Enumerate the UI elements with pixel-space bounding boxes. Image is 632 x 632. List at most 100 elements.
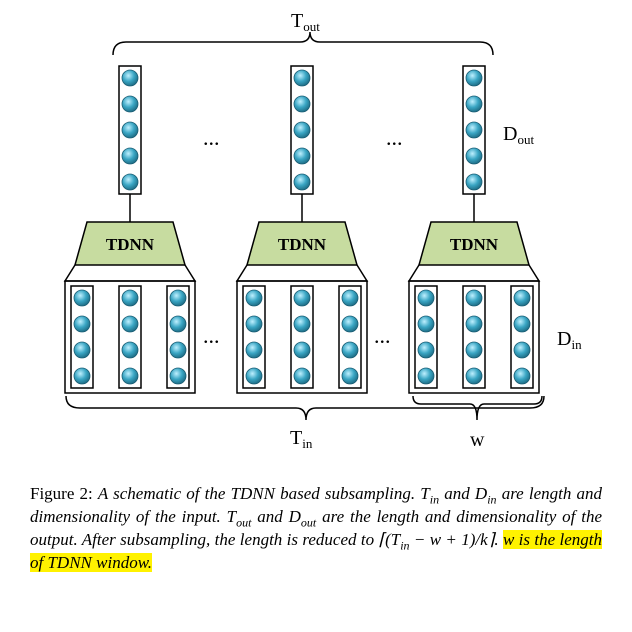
neuron-node	[513, 315, 531, 333]
caption-in-sub-2: in	[487, 492, 497, 507]
caption-and2: and	[251, 507, 289, 526]
neuron-node	[293, 367, 311, 385]
neuron-node	[465, 315, 483, 333]
caption-t-in: T	[420, 484, 430, 503]
neuron-node	[293, 121, 311, 139]
neuron-node	[513, 341, 531, 359]
neuron-node	[513, 367, 531, 385]
caption-out-sub: out	[236, 515, 252, 530]
neuron-node	[73, 367, 91, 385]
tdnn-bridge	[235, 264, 369, 282]
neuron-node	[245, 289, 263, 307]
input-groups	[64, 280, 540, 394]
neuron-node	[513, 289, 531, 307]
t-in-brace	[65, 395, 545, 421]
neuron-node	[465, 289, 483, 307]
caption-part3: are the length and dimensionality of the…	[30, 507, 603, 549]
neuron-node	[121, 173, 139, 191]
figure-caption: Figure 2: A schematic of the TDNN based …	[30, 482, 602, 574]
neuron-node	[73, 315, 91, 333]
output-ellipsis-2: ...	[386, 125, 403, 150]
neuron-node	[293, 147, 311, 165]
neuron-node	[293, 69, 311, 87]
tdnn-bridge	[63, 264, 197, 282]
neuron-node	[341, 315, 359, 333]
column-frame	[414, 285, 438, 389]
tdnn-bridge	[407, 264, 541, 282]
output-column-3	[462, 65, 486, 195]
caption-part4: − w + 1)/k⌉.	[409, 530, 503, 549]
neuron-node	[465, 147, 483, 165]
caption-and: and	[439, 484, 475, 503]
d-out-label: Dout	[503, 123, 534, 147]
column-frame	[462, 285, 486, 389]
caption-part2: are length and dimensionality of the inp…	[30, 484, 603, 526]
input-column-3	[166, 285, 190, 389]
neuron-node	[293, 173, 311, 191]
tdnn-blocks: TDNN TDNN TDNN	[63, 221, 541, 282]
column-frame	[242, 285, 266, 389]
neuron-node	[465, 95, 483, 113]
neuron-node	[121, 121, 139, 139]
neuron-node	[73, 341, 91, 359]
caption-t-out: T	[226, 507, 237, 526]
neuron-node	[341, 367, 359, 385]
input-column-2	[118, 285, 142, 389]
input-group-2	[236, 280, 368, 394]
neuron-node	[465, 121, 483, 139]
neuron-node	[417, 315, 435, 333]
caption-in-sub-3: in	[400, 538, 410, 553]
caption-d-in: D	[474, 484, 488, 503]
neuron-node	[73, 289, 91, 307]
input-column-1	[414, 285, 438, 389]
tdnn-block-1: TDNN	[63, 221, 197, 282]
input-group-1	[64, 280, 196, 394]
input-column-3	[510, 285, 534, 389]
neuron-node	[341, 289, 359, 307]
neuron-node	[293, 95, 311, 113]
input-ellipsis-1: ...	[203, 323, 220, 348]
tdnn-block-2: TDNN	[235, 221, 369, 282]
t-in-label: Tin	[290, 427, 313, 451]
caption-part1: A schematic of the TDNN based subsamplin…	[97, 484, 421, 503]
neuron-node	[245, 367, 263, 385]
input-group-frame	[236, 280, 368, 394]
neuron-node	[417, 289, 435, 307]
neuron-node	[245, 341, 263, 359]
t-out-label: Tout	[291, 10, 320, 34]
neuron-node	[465, 341, 483, 359]
neuron-node	[121, 341, 139, 359]
neuron-node	[121, 315, 139, 333]
neuron-node	[417, 341, 435, 359]
w-brace	[412, 395, 543, 421]
input-column-1	[242, 285, 266, 389]
t-out-brace	[112, 31, 494, 56]
neuron-node	[121, 289, 139, 307]
neuron-node	[121, 69, 139, 87]
column-frame	[70, 285, 94, 389]
tdnn-block-3: TDNN	[407, 221, 541, 282]
neuron-node	[121, 367, 139, 385]
neuron-node	[465, 69, 483, 87]
caption-out-sub-2: out	[300, 515, 317, 530]
w-label: w	[470, 429, 485, 451]
column-frame	[338, 285, 362, 389]
input-group-frame	[64, 280, 196, 394]
neuron-node	[293, 341, 311, 359]
neuron-node	[293, 315, 311, 333]
neuron-node	[293, 289, 311, 307]
output-column-1	[118, 65, 142, 195]
neuron-node	[169, 289, 187, 307]
tdnn-label: TDNN	[450, 235, 499, 254]
column-frame	[510, 285, 534, 389]
input-group-3	[408, 280, 540, 394]
neuron-node	[417, 367, 435, 385]
neuron-node	[341, 341, 359, 359]
column-frame	[290, 285, 314, 389]
caption-prefix: Figure 2:	[30, 484, 98, 503]
neuron-node	[121, 147, 139, 165]
output-column-2	[290, 65, 314, 195]
input-column-2	[290, 285, 314, 389]
tdnn-label: TDNN	[278, 235, 327, 254]
